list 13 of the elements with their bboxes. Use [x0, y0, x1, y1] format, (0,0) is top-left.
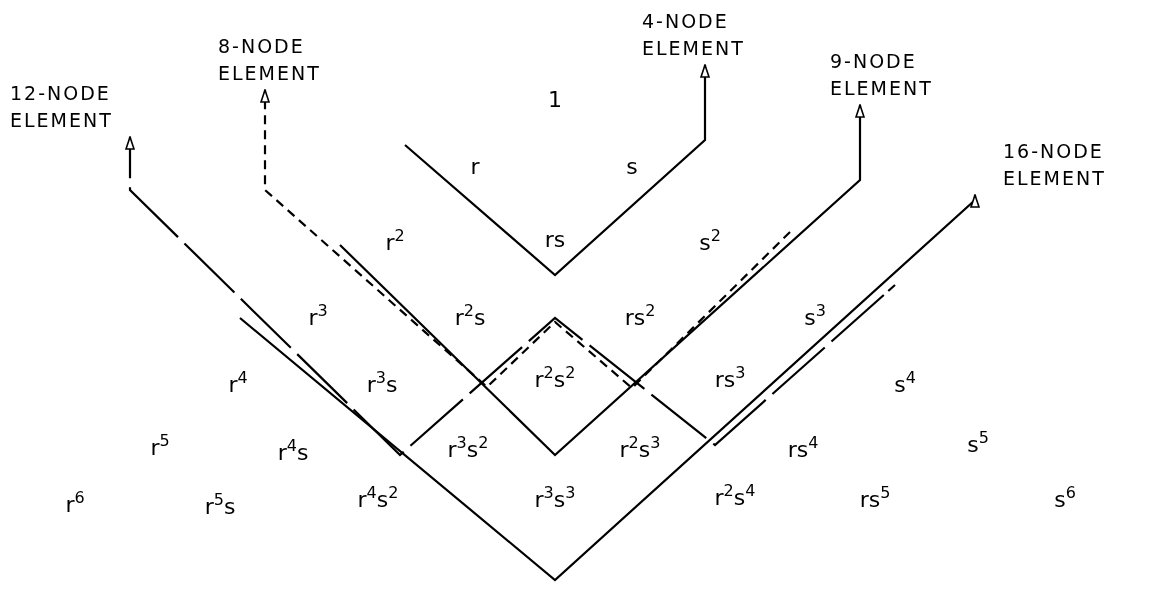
boundary-arrow [239, 194, 980, 582]
element-label: 16-NODE ELEMENT [1003, 138, 1153, 192]
boundary-arrow [404, 64, 710, 277]
polynomial-term: 1 [548, 89, 562, 111]
polynomial-term: r [470, 156, 480, 178]
element-label: 9-NODE ELEMENT [830, 48, 980, 102]
boundary-arrow [125, 136, 896, 457]
boundary-arrow [339, 104, 865, 457]
polynomial-term: s [626, 156, 638, 178]
element-label: 12-NODE ELEMENT [10, 80, 160, 134]
element-label: 4-NODE ELEMENT [642, 8, 792, 62]
polynomial-term: rs [544, 229, 566, 251]
element-label: 8-NODE ELEMENT [218, 33, 368, 87]
